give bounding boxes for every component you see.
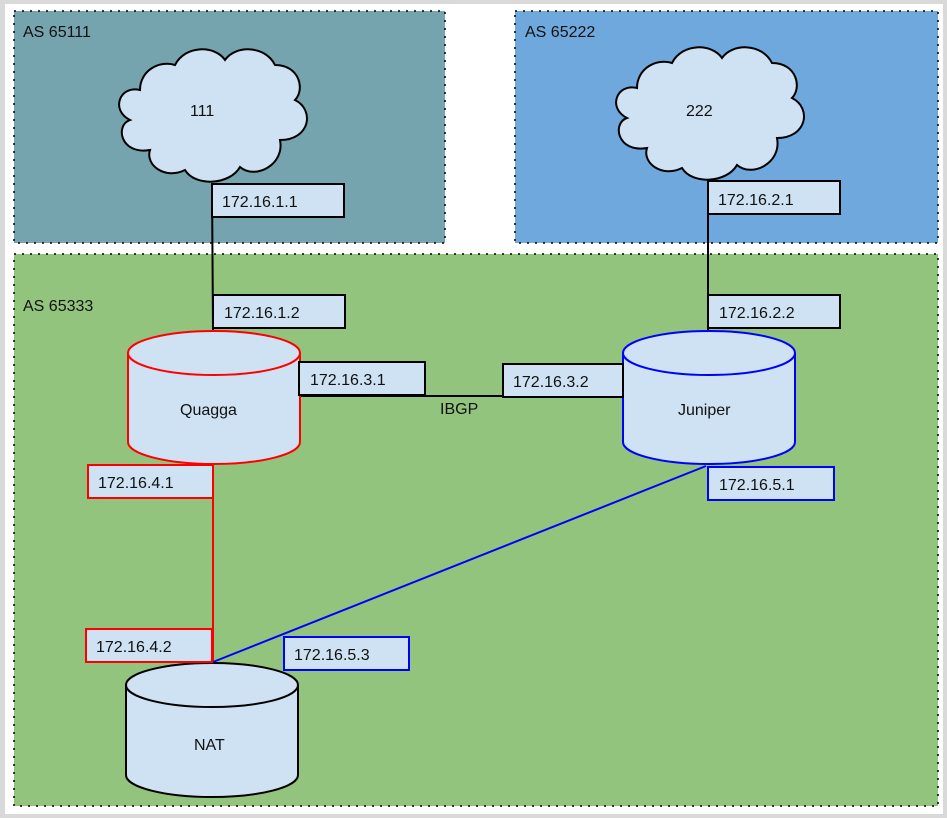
interface-label: 172.16.1.2	[224, 305, 300, 322]
interface-box	[212, 294, 346, 329]
zone-as65111-label: AS 65111	[23, 24, 91, 41]
interface-box	[707, 294, 841, 329]
router-quagga[interactable]: Quagga	[127, 330, 301, 465]
interface-label: 172.16.3.2	[513, 374, 589, 391]
router-juniper-label: Juniper	[678, 402, 731, 419]
zone-as65333-label: AS 65333	[23, 298, 93, 315]
router-juniper[interactable]: Juniper	[622, 330, 796, 465]
interface-box	[707, 466, 835, 501]
interface-172-16-3-2: 172.16.3.2	[502, 363, 624, 398]
link-juniper-nat	[212, 465, 707, 663]
router-quagga-top	[127, 330, 301, 376]
cloud-222-label: 222	[686, 103, 713, 120]
router-quagga-body	[127, 353, 301, 465]
zone-as65222-label: AS 65222	[525, 24, 595, 41]
interface-172-16-2-1: 172.16.2.1	[707, 180, 841, 215]
interface-label: 172.16.4.2	[96, 639, 172, 656]
interface-box	[502, 363, 624, 398]
interface-label: 172.16.4.1	[98, 475, 174, 492]
cloud-111-label: 111	[190, 103, 214, 120]
interface-172-16-5-3: 172.16.5.3	[283, 636, 410, 671]
router-nat-body	[125, 685, 299, 798]
interface-label: 172.16.2.2	[719, 305, 795, 322]
interface-label: 172.16.1.1	[222, 194, 298, 211]
interface-box	[87, 464, 214, 499]
cloud-111[interactable]: 111	[118, 48, 308, 183]
interface-box	[283, 636, 410, 671]
interface-172-16-1-1: 172.16.1.1	[211, 183, 345, 218]
interface-box	[85, 628, 213, 663]
cloud-222[interactable]: 222	[615, 46, 805, 181]
router-nat-top	[125, 662, 299, 708]
router-juniper-body	[622, 353, 796, 465]
interface-label: 172.16.5.1	[719, 477, 795, 494]
interface-172-16-4-1: 172.16.4.1	[87, 464, 214, 499]
interface-box	[211, 183, 345, 218]
cloud-222-shape	[615, 46, 805, 181]
router-quagga-label: Quagga	[180, 402, 237, 419]
router-juniper-top	[622, 330, 796, 376]
interface-172-16-4-2: 172.16.4.2	[85, 628, 213, 663]
router-nat[interactable]: NAT	[125, 662, 299, 798]
interface-172-16-2-2: 172.16.2.2	[707, 294, 841, 329]
interface-label: 172.16.3.1	[310, 372, 386, 389]
cloud-111-shape	[118, 48, 308, 183]
interface-label: 172.16.5.3	[294, 647, 370, 664]
interface-label: 172.16.2.1	[718, 192, 794, 209]
interface-172-16-3-1: 172.16.3.1	[298, 361, 426, 396]
interface-172-16-5-1: 172.16.5.1	[707, 466, 835, 501]
interface-box	[707, 180, 841, 215]
interface-172-16-1-2: 172.16.1.2	[212, 294, 346, 329]
interface-box	[298, 361, 426, 396]
router-nat-label: NAT	[194, 737, 225, 754]
link-ibgp-label: IBGP	[440, 401, 478, 418]
